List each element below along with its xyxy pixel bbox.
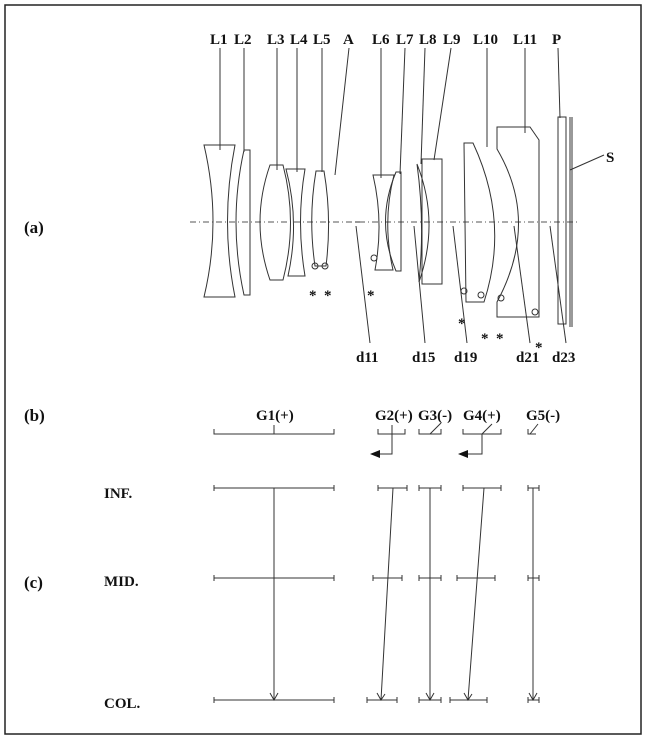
lens-l6: [372, 174, 395, 271]
label-d21: d21: [516, 350, 539, 366]
label-l3: L3: [267, 32, 285, 48]
label-d19: d19: [454, 350, 477, 366]
group-g2-label: G2(+): [375, 408, 413, 424]
lens-l1: [203, 144, 236, 298]
position-col: COL.: [104, 696, 141, 712]
lens-l7: [385, 171, 402, 272]
group-brackets: [213, 422, 539, 455]
label-l2: L2: [234, 32, 252, 48]
label-p: P: [552, 32, 561, 48]
group-g3-label: G3(-): [418, 408, 452, 424]
leader-lines: [219, 47, 605, 178]
lens-l4: [285, 168, 306, 277]
label-s: S: [606, 150, 614, 166]
svg-text:*: *: [496, 331, 504, 347]
label-aperture: A: [343, 32, 354, 48]
label-d23: d23: [552, 350, 575, 366]
svg-text:*: *: [324, 288, 332, 304]
g2-move-arrow-icon: [370, 450, 380, 458]
label-l11: L11: [513, 32, 537, 48]
position-inf: INF.: [104, 486, 132, 502]
svg-text:*: *: [535, 340, 543, 356]
aspheric-circles: [311, 254, 539, 316]
group-g5-label: G5(-): [526, 408, 560, 424]
label-l1: L1: [210, 32, 228, 48]
aspheric-marks: * * * * * * *: [309, 288, 543, 356]
section-label-c: (c): [24, 573, 43, 592]
label-l5: L5: [313, 32, 331, 48]
group-g1-label: G1(+): [256, 408, 294, 424]
zoom-trajectories: [213, 485, 540, 703]
svg-text:*: *: [309, 288, 317, 304]
lens-labels: L1 L2 L3 L4 L5 A L6 L7 L8 L9 L10 L11 P S: [210, 32, 614, 166]
label-l10: L10: [473, 32, 498, 48]
frame-border: [4, 4, 642, 735]
lens-l11: [496, 126, 540, 318]
lens-l2: [235, 149, 251, 296]
label-l9: L9: [443, 32, 461, 48]
svg-text:*: *: [481, 331, 489, 347]
label-l4: L4: [290, 32, 308, 48]
label-d15: d15: [412, 350, 435, 366]
label-l7: L7: [396, 32, 414, 48]
label-l6: L6: [372, 32, 390, 48]
label-l8: L8: [419, 32, 437, 48]
section-label-a: (a): [24, 218, 44, 237]
cover-glass-p: [557, 116, 567, 325]
lens-l9: [421, 158, 443, 285]
lens-l10: [463, 142, 496, 303]
svg-text:*: *: [458, 316, 466, 332]
lens-l3: [259, 164, 291, 281]
svg-text:*: *: [367, 288, 375, 304]
position-mid: MID.: [104, 574, 139, 590]
lens-l5: [311, 170, 330, 267]
label-d11: d11: [356, 350, 379, 366]
group-g4-label: G4(+): [463, 408, 501, 424]
section-label-b: (b): [24, 406, 45, 425]
lens-l8: [416, 163, 430, 283]
g4-move-arrow-icon: [458, 450, 468, 458]
